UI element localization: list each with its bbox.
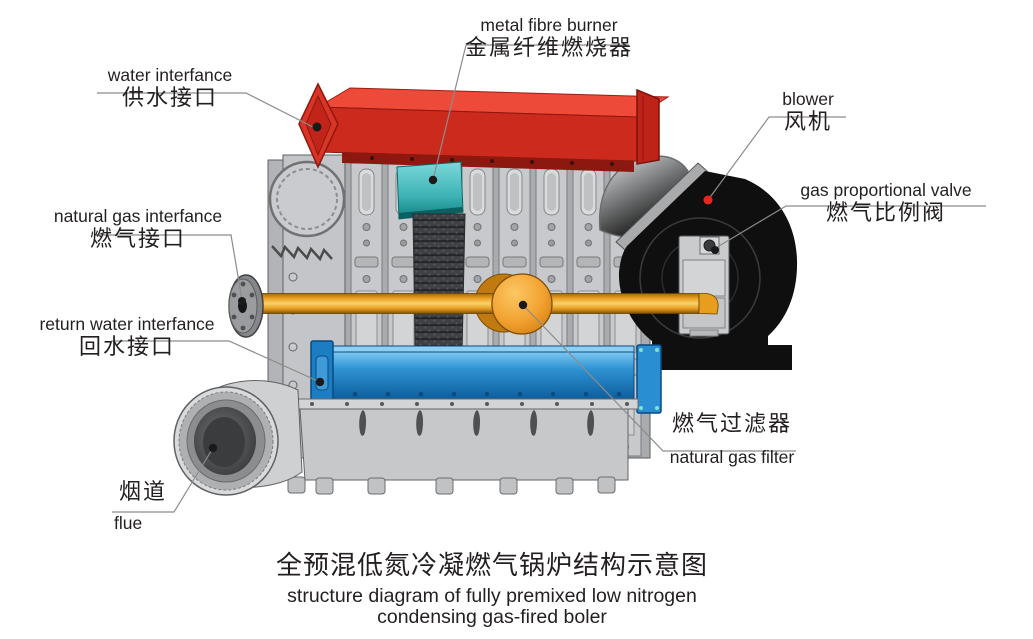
label-flue-en: flue	[114, 512, 143, 533]
gas-proportional-valve-part	[678, 235, 730, 337]
condensate-tray	[287, 398, 639, 495]
label-natural-gas-interface-zh: 燃气接口	[89, 225, 186, 251]
label-blower-en: blower	[782, 89, 834, 109]
label-metal-fibre-burner-zh: 金属纤维燃烧器	[464, 34, 633, 60]
label-water-interface-en: water interfance	[107, 65, 233, 85]
leader-return-water-interface	[111, 340, 321, 383]
leader-flue	[112, 447, 214, 513]
label-return-water-interface: return water interfance 回水接口	[22, 314, 232, 359]
metal-fibre-burner-part	[396, 161, 464, 220]
label-gas-proportional-valve-en: gas proportional valve	[800, 180, 972, 200]
leader-metal-fibre-burner	[432, 44, 629, 181]
label-natural-gas-filter: 燃气过滤器 natural gas filter	[650, 411, 814, 467]
blower-anchor-dot	[703, 195, 713, 205]
leader-water-interface	[97, 92, 316, 129]
label-natural-gas-interface-en: natural gas interfance	[53, 206, 223, 226]
label-natural-gas-filter-zh: 燃气过滤器	[671, 411, 792, 436]
label-metal-fibre-burner: metal fibre burner 金属纤维燃烧器	[458, 15, 640, 60]
leader-lines	[95, 44, 986, 513]
leader-gas-proportional-valve	[713, 205, 986, 250]
diagram-title-en-line1: structure diagram of fully premixed low …	[287, 585, 697, 607]
leader-anchor-dots	[208, 122, 719, 453]
natural-gas-flange	[228, 274, 264, 338]
leader-blower	[707, 116, 846, 201]
leader-natural-gas-interface	[95, 234, 243, 301]
label-water-interface-zh: 供水接口	[121, 84, 218, 110]
label-blower: blower 风机	[766, 89, 850, 134]
leader-natural-gas-filter	[522, 304, 796, 452]
label-blower-zh: 风机	[783, 108, 832, 134]
diagram-title-en-line2: condensing gas-fired boler	[377, 606, 607, 629]
label-return-water-interface-en: return water interfance	[39, 314, 215, 334]
diagram-title-block: 全预混低氮冷凝燃气锅炉结构示意图 structure diagram of fu…	[236, 545, 748, 629]
label-water-interface: water interfance 供水接口	[92, 65, 248, 110]
label-natural-gas-filter-en: natural gas filter	[669, 446, 795, 467]
label-metal-fibre-burner-en: metal fibre burner	[480, 15, 618, 35]
label-flue: 烟道 flue	[100, 479, 186, 533]
label-return-water-interface-zh: 回水接口	[78, 333, 175, 359]
label-flue-zh: 烟道	[118, 479, 167, 504]
diagram-title-zh: 全预混低氮冷凝燃气锅炉结构示意图	[275, 550, 708, 580]
label-gas-proportional-valve: gas proportional valve 燃气比例阀	[784, 180, 988, 225]
label-gas-proportional-valve-zh: 燃气比例阀	[825, 199, 946, 225]
water-header-part	[298, 82, 670, 172]
label-natural-gas-interface: natural gas interfance 燃气接口	[26, 206, 250, 251]
flue-part	[173, 380, 303, 496]
